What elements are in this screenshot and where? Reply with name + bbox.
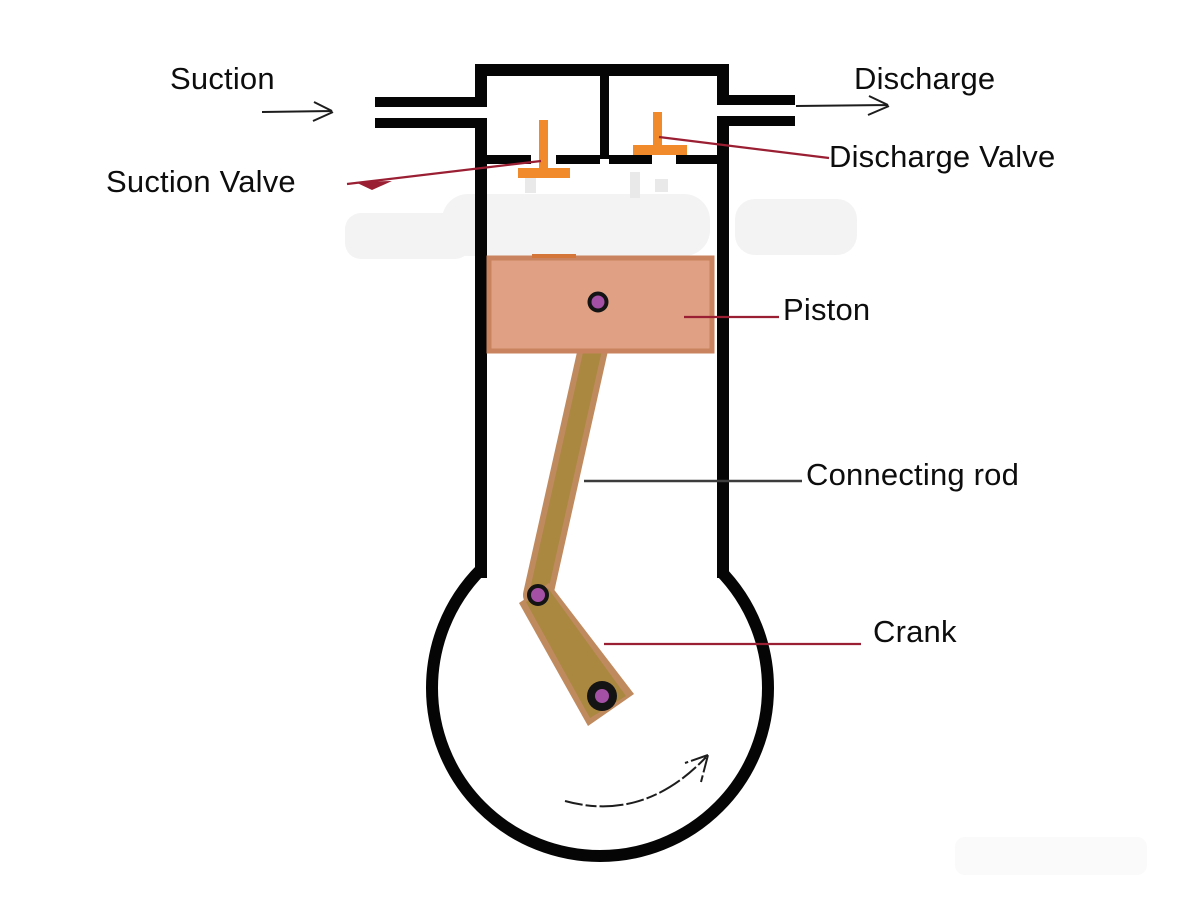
leader-lines	[346, 135, 861, 646]
cylinder-head	[475, 64, 729, 164]
watermark-blob	[735, 199, 857, 255]
valves	[518, 112, 687, 178]
watermark-blob	[442, 194, 710, 256]
crankcase-opening-mask	[487, 496, 717, 580]
suction-label: Suction	[170, 61, 275, 96]
pipes	[375, 95, 795, 128]
crank-label: Crank	[873, 614, 957, 649]
watermark-blob	[345, 213, 471, 259]
head-top-wall	[475, 64, 729, 76]
valve-plate-mid	[556, 155, 600, 164]
suction-valve-label: Suction Valve	[106, 164, 296, 199]
suction-valve-leader-line	[346, 159, 542, 186]
cylinder-wall-left	[475, 118, 487, 578]
connecting-rod-label: Connecting rod	[806, 457, 1020, 492]
crankshaft-pin	[595, 689, 609, 703]
discharge-valve-leader-line	[658, 135, 830, 160]
watermark	[345, 172, 1147, 875]
watermark-speck	[655, 179, 668, 192]
suction-pipe-upper	[375, 97, 481, 107]
suction-valve-leader-blob	[355, 181, 392, 190]
head-divider-wall	[600, 76, 609, 159]
suction-valve-disc	[518, 168, 570, 178]
head-right-wall-upper	[717, 64, 729, 105]
watermark-blob	[955, 837, 1147, 875]
discharge-valve-stem	[653, 112, 662, 150]
discharge-flow-arrow	[795, 95, 890, 116]
cylinder-wall-right	[717, 126, 729, 578]
discharge-pipe-upper	[721, 95, 795, 105]
suction-flow-arrow	[261, 101, 334, 122]
discharge-label: Discharge	[854, 61, 996, 96]
arrows	[261, 95, 890, 808]
watermark-speck	[525, 177, 536, 193]
suction-valve-stem	[539, 120, 548, 170]
valve-plate-right-a	[609, 155, 652, 164]
suction-pipe-lower	[375, 118, 487, 128]
head-left-wall-upper	[475, 64, 487, 107]
watermark-speck	[630, 172, 640, 198]
cylinder	[475, 118, 729, 578]
piston-pin	[587, 291, 609, 313]
rotation-direction-arrow	[564, 754, 709, 808]
discharge-valve-disc	[633, 145, 687, 155]
discharge-valve-label: Discharge Valve	[829, 139, 1056, 174]
rod-crank-joint-pin	[527, 584, 549, 606]
piston-label: Piston	[783, 292, 871, 327]
valve-plate-left	[487, 155, 531, 164]
piston-group	[486, 254, 715, 711]
piston-top-mark	[532, 254, 576, 258]
discharge-pipe-lower	[717, 116, 795, 126]
valve-plate-right-b	[676, 155, 717, 164]
